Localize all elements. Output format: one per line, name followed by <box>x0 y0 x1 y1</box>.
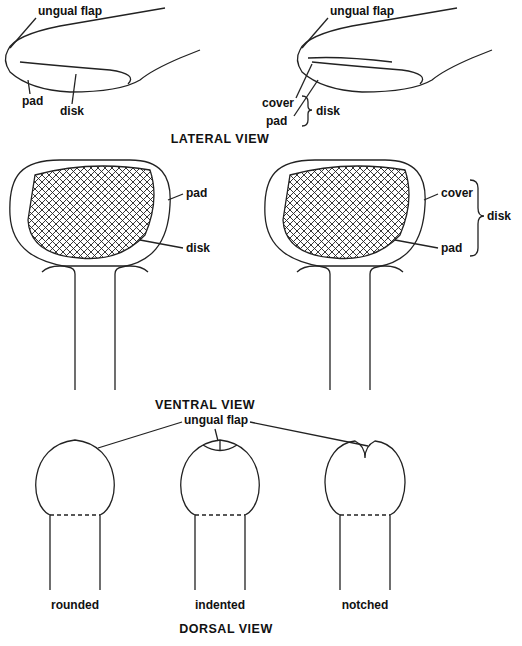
part-label: ungual flap <box>38 4 102 18</box>
leader-line <box>250 422 368 446</box>
part-label: disk <box>186 241 210 255</box>
part-label: pad <box>266 114 287 128</box>
view-title: VENTRAL VIEW <box>155 398 255 412</box>
bracket <box>302 96 312 126</box>
part-label: disk <box>316 104 340 118</box>
ventral-segment <box>265 160 425 390</box>
part-label: pad <box>441 241 462 255</box>
leader-line <box>424 194 438 200</box>
leader-line <box>215 429 218 441</box>
dorsal-segment <box>181 440 259 590</box>
part-label: cover <box>262 96 294 110</box>
shape-label: rounded <box>51 598 99 612</box>
leader-line <box>98 422 182 448</box>
view-title: LATERAL VIEW <box>171 132 270 146</box>
lateral-segment <box>297 8 492 92</box>
leader-line <box>395 240 438 248</box>
part-label: disk <box>60 104 84 118</box>
dorsal-segment <box>36 440 114 590</box>
lateral-segment <box>5 8 200 104</box>
shape-label: notched <box>342 598 389 612</box>
part-label: pad <box>186 186 207 200</box>
part-label: ungual flap <box>184 413 248 427</box>
dorsal-segment <box>325 441 405 590</box>
part-label: disk <box>487 209 511 223</box>
ventral-segment <box>10 160 183 390</box>
part-label: ungual flap <box>330 4 394 18</box>
part-label: cover <box>441 186 473 200</box>
leader-line <box>294 80 318 116</box>
part-label: pad <box>22 94 43 108</box>
shape-label: indented <box>195 598 245 612</box>
view-title: DORSAL VIEW <box>179 622 272 636</box>
